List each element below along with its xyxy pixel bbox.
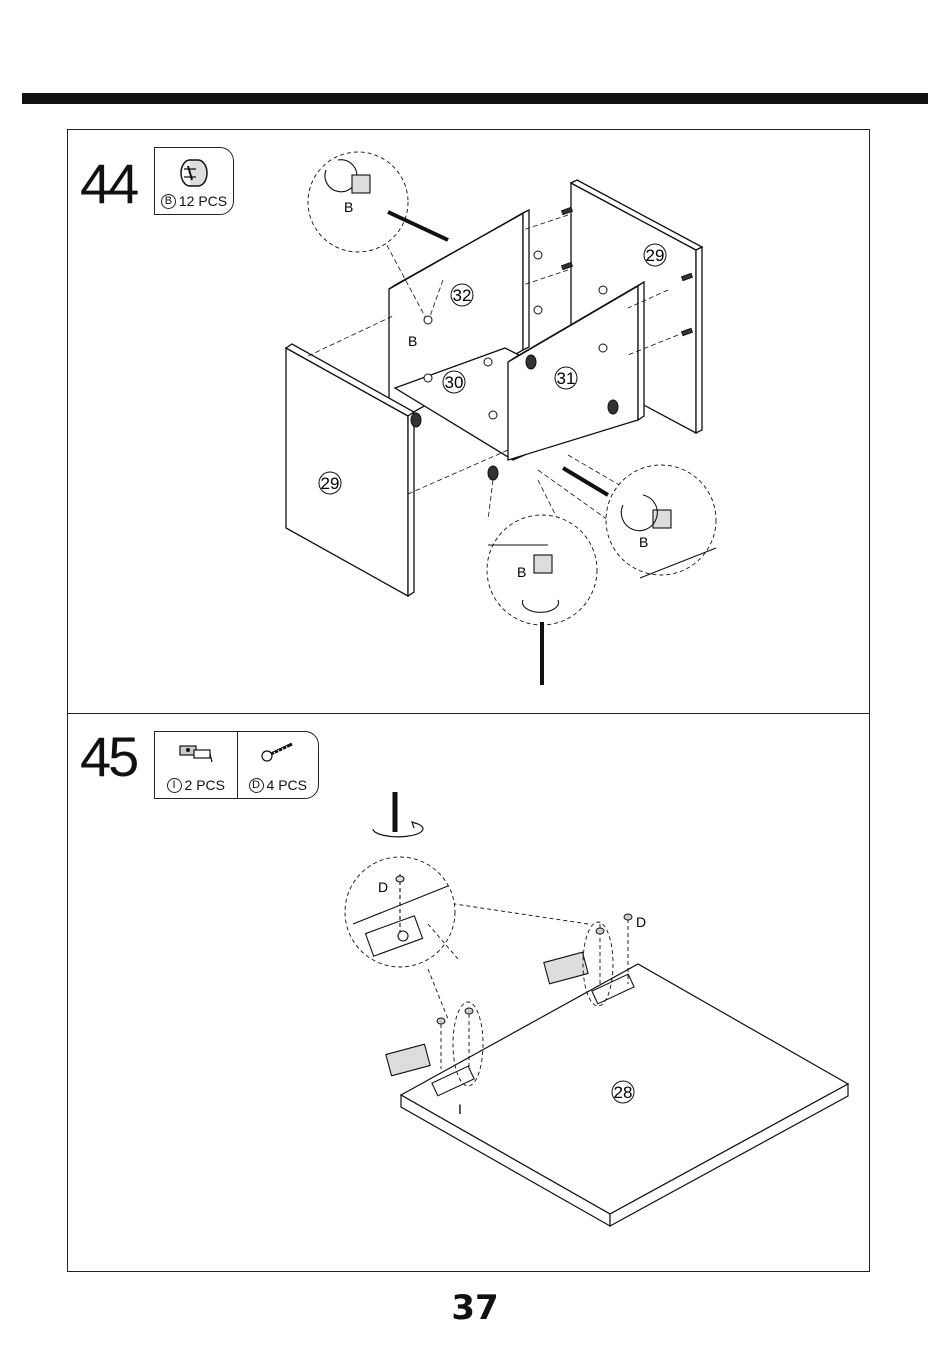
panel-label-30: 30 bbox=[445, 373, 464, 392]
screw-letter: D bbox=[636, 914, 646, 930]
screw-letter: D bbox=[378, 879, 388, 895]
panel-label-31: 31 bbox=[557, 369, 576, 388]
callout-letter: B bbox=[408, 333, 417, 349]
callout-letter: B bbox=[639, 534, 648, 550]
callout-top bbox=[308, 152, 408, 252]
step-44-panel: 44 B 12 PCS bbox=[67, 129, 870, 714]
hinge-right bbox=[544, 952, 588, 984]
step-45-panel: 45 I 2 PCS D 4 PCS bbox=[67, 713, 870, 1272]
page-number: 37 bbox=[0, 1288, 950, 1328]
callout-letter: B bbox=[517, 564, 526, 580]
step-45-diagram: 28 D D I bbox=[68, 714, 871, 1273]
panel-label-32: 32 bbox=[453, 286, 472, 305]
hinge-left bbox=[386, 1044, 430, 1076]
panel-label-29-left: 29 bbox=[321, 474, 340, 493]
panel-label-28: 28 bbox=[614, 1083, 633, 1102]
hinge-letter: I bbox=[458, 1101, 462, 1117]
callout-letter: B bbox=[344, 199, 353, 215]
panel-label-29-right: 29 bbox=[646, 246, 665, 265]
header-bar bbox=[22, 93, 928, 104]
step-44-diagram: 32 29 31 30 29 B B B B bbox=[68, 130, 871, 715]
